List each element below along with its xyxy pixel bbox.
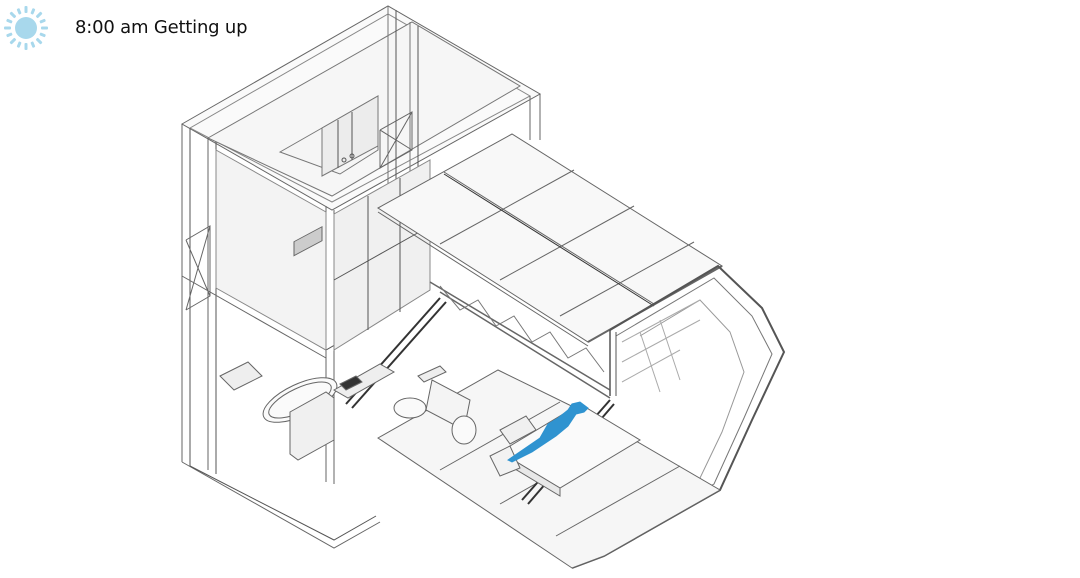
sun-icon bbox=[4, 6, 48, 50]
armchairs bbox=[393, 365, 477, 445]
bed bbox=[489, 403, 641, 497]
wardrobe bbox=[278, 95, 379, 177]
person-figure bbox=[507, 401, 589, 463]
caption-text: 8:00 am Getting up bbox=[75, 17, 248, 38]
truss bbox=[185, 111, 611, 399]
bathroom bbox=[219, 226, 396, 461]
